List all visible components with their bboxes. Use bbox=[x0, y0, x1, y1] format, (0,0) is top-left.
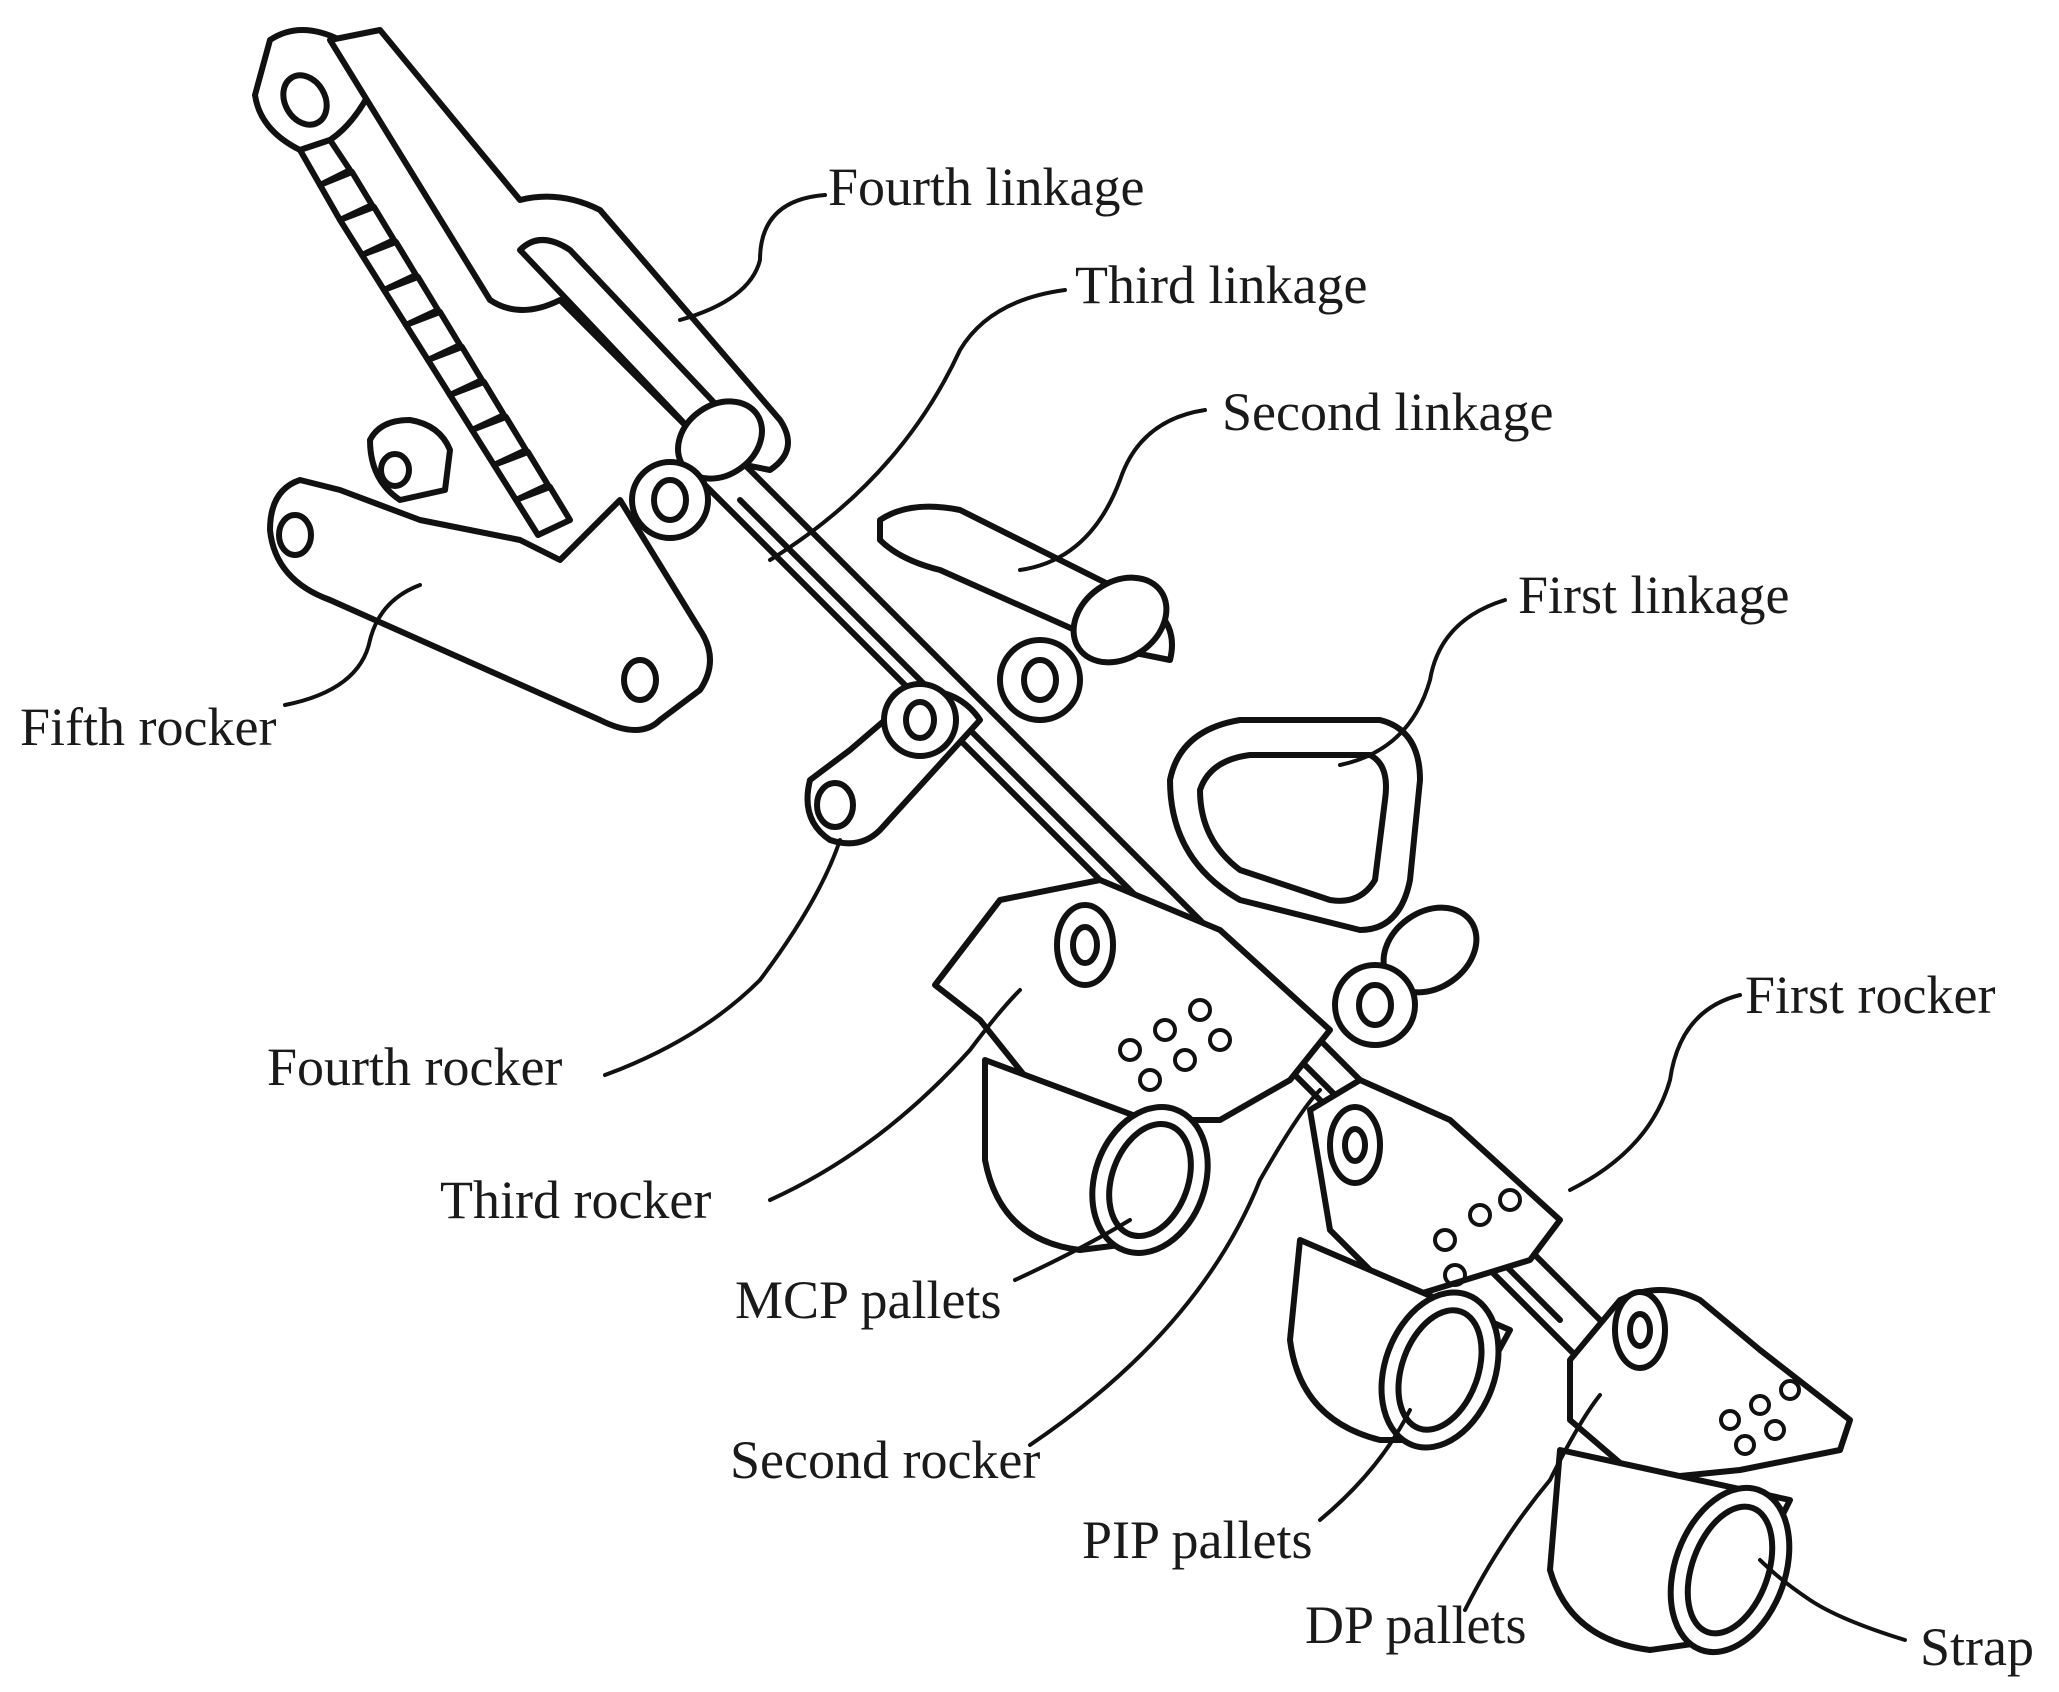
label-fourth-rocker: Fourth rocker bbox=[267, 1037, 563, 1097]
label-fourth-linkage: Fourth linkage bbox=[828, 157, 1145, 217]
label-third-linkage: Third linkage bbox=[1075, 255, 1368, 315]
label-fifth-rocker: Fifth rocker bbox=[20, 697, 277, 757]
pip-pallet-cylinder bbox=[1287, 1237, 1513, 1451]
label-first-rocker: First rocker bbox=[1745, 965, 1996, 1025]
label-dp-pallets: DP pallets bbox=[1305, 1595, 1527, 1655]
leader-fourth-rocker bbox=[603, 838, 842, 1077]
leader-third-rocker bbox=[768, 988, 1022, 1202]
leader-lines bbox=[283, 193, 1907, 1642]
label-second-linkage: Second linkage bbox=[1222, 382, 1554, 442]
leader-fourth-linkage bbox=[678, 193, 827, 322]
label-mcp-pallets: MCP pallets bbox=[735, 1270, 1002, 1330]
fifth-rocker-shape bbox=[267, 417, 713, 733]
fourth-rocker-shape bbox=[804, 681, 983, 847]
leader-first-rocker bbox=[1568, 993, 1742, 1192]
third-rocker-shape bbox=[932, 877, 1333, 1123]
first-rocker-shape bbox=[1567, 1287, 1853, 1483]
leader-dp-pallets bbox=[1463, 1393, 1602, 1612]
label-strap: Strap bbox=[1920, 1617, 2034, 1677]
upper-pins bbox=[629, 398, 765, 541]
leader-first-linkage bbox=[1338, 598, 1507, 767]
label-first-linkage: First linkage bbox=[1518, 565, 1790, 625]
dp-pallet-cylinder bbox=[1547, 1447, 1793, 1656]
leader-pip-pallets bbox=[1318, 1408, 1412, 1522]
leader-mcp-pallets bbox=[1013, 1218, 1132, 1282]
second-linkage-shape bbox=[877, 503, 1175, 723]
top-plate bbox=[252, 27, 573, 538]
mcp-pallet-cylinder bbox=[982, 1057, 1211, 1256]
leader-second-rocker bbox=[1028, 1088, 1322, 1447]
label-pip-pallets: PIP pallets bbox=[1082, 1510, 1313, 1570]
label-third-rocker: Third rocker bbox=[440, 1170, 712, 1230]
leader-third-linkage bbox=[768, 288, 1067, 562]
leader-fifth-rocker bbox=[283, 583, 422, 707]
leader-second-linkage bbox=[1018, 408, 1207, 572]
label-second-rocker: Second rocker bbox=[730, 1430, 1041, 1490]
leader-strap bbox=[1758, 1558, 1907, 1642]
first-linkage-shape bbox=[1167, 717, 1480, 1048]
second-rocker-shape bbox=[1307, 1077, 1563, 1303]
